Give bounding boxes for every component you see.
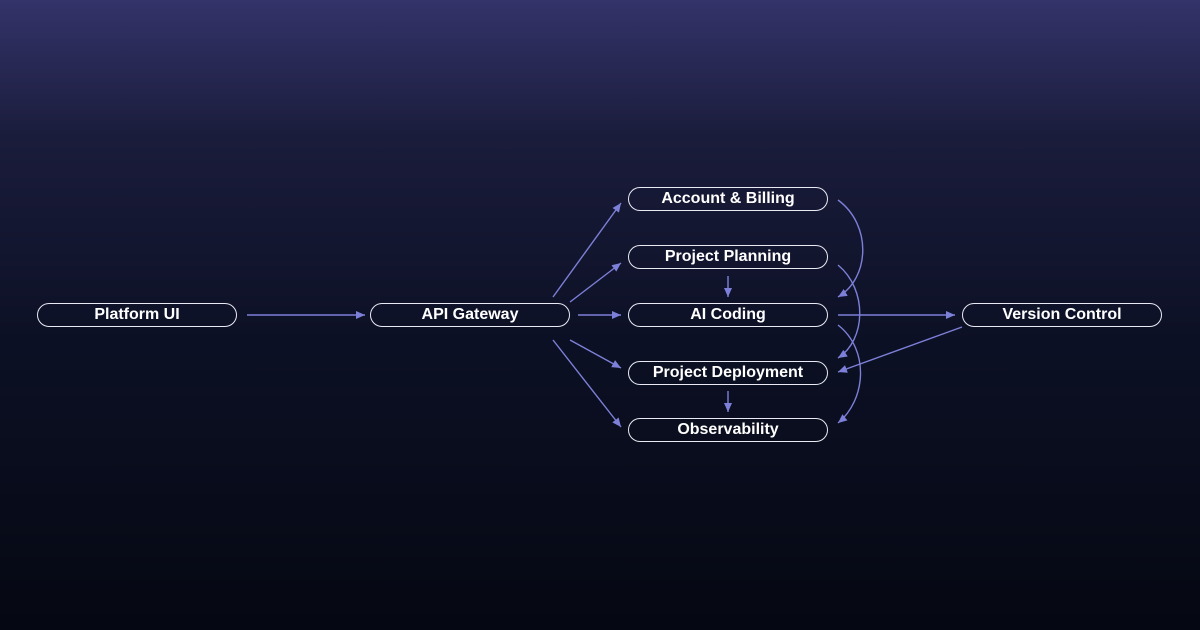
node-version-control: Version Control <box>962 303 1162 327</box>
edge-version-control-to-project-deployment <box>837 326 963 373</box>
edge-api-gateway-to-project-planning <box>569 262 622 303</box>
edge-ai-coding-to-observability <box>837 324 862 424</box>
node-project-deployment: Project Deployment <box>628 361 828 385</box>
edge-api-gateway-to-account-billing <box>552 202 622 298</box>
edge-api-gateway-to-project-deployment <box>569 339 622 369</box>
edge-project-planning-to-project-deployment <box>837 264 861 359</box>
node-ai-coding: AI Coding <box>628 303 828 327</box>
edge-account-billing-to-ai-coding <box>837 199 864 298</box>
node-api-gateway: API Gateway <box>370 303 570 327</box>
node-observability: Observability <box>628 418 828 442</box>
node-platform-ui: Platform UI <box>37 303 237 327</box>
node-project-planning: Project Planning <box>628 245 828 269</box>
edge-api-gateway-to-observability <box>552 339 622 428</box>
node-account-billing: Account & Billing <box>628 187 828 211</box>
